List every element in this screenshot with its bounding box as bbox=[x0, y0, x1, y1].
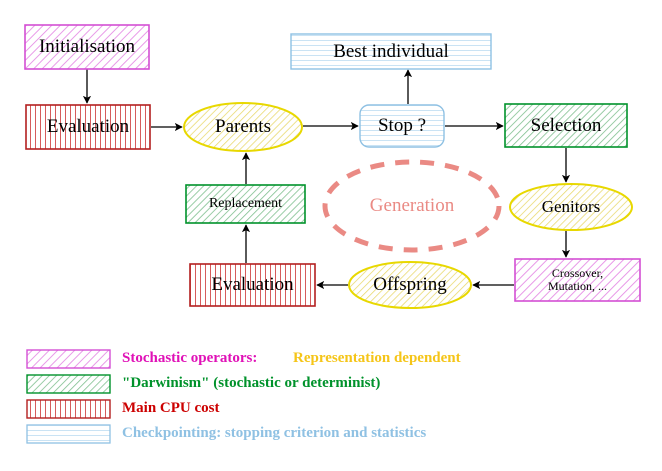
node-stop bbox=[359, 104, 445, 148]
legend-text-representation-dependent: Representation dependent bbox=[293, 350, 461, 366]
legend-text-checkpointing: Checkpointing: stopping criterion and st… bbox=[122, 425, 427, 441]
legend-swatch-main-cpu-cost bbox=[26, 399, 111, 419]
legend-swatch-stochastic-operators bbox=[26, 349, 111, 369]
node-replacement bbox=[185, 184, 306, 224]
node-generation bbox=[322, 159, 502, 253]
legend-text-stochastic-operators: Stochastic operators: bbox=[122, 350, 258, 366]
legend-swatch-darwinism bbox=[26, 374, 111, 394]
node-evaluation-bottom bbox=[189, 263, 316, 307]
node-initialisation bbox=[24, 24, 150, 70]
node-crossover-mutation bbox=[514, 258, 641, 302]
node-evaluation-top bbox=[25, 104, 151, 150]
node-parents bbox=[183, 102, 303, 152]
node-offspring bbox=[348, 261, 472, 309]
node-selection bbox=[504, 103, 628, 148]
legend-text-darwinism: "Darwinism" (stochastic or determinist) bbox=[122, 375, 381, 391]
legend-swatches bbox=[26, 349, 111, 444]
node-best-individual bbox=[290, 33, 492, 70]
node-genitors bbox=[509, 183, 633, 231]
legend-swatch-checkpointing bbox=[26, 424, 111, 444]
legend-text-main-cpu-cost: Main CPU cost bbox=[122, 400, 220, 416]
